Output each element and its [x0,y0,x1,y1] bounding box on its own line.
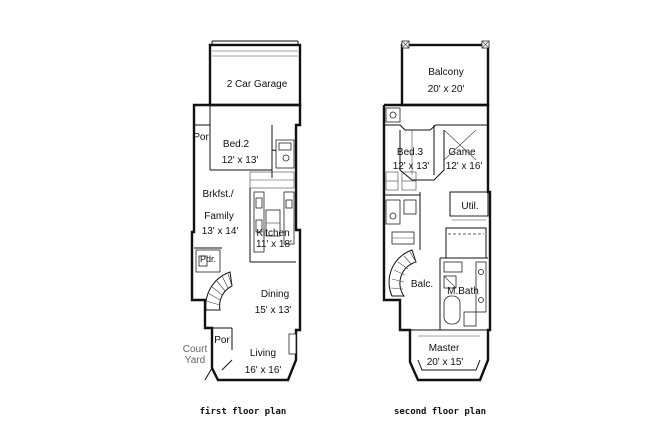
label-brkfst-name-1: Brkfst./ [202,189,233,200]
caption-second-floor: second floor plan [394,407,486,417]
label-balcony-name: Balcony [428,67,464,78]
label-porch-top: Por [193,132,209,143]
label-master-name: Master [429,343,460,354]
label-living-name: Living [250,348,276,359]
label-brkfst-name-2: Family [204,211,233,222]
label-balc: Balc. [411,279,433,290]
label-court-2: Yard [185,355,205,366]
second-floor-plan: Balcony 20' x 20' Bed.3 12' x 13' Game 1… [382,40,492,417]
second-floor-spiral-stair [388,249,417,297]
label-garage: 2 Car Garage [227,79,288,90]
label-kitchen-name: Kitchen [256,228,289,239]
label-kitchen-size: 11' x 18' [256,239,292,250]
label-bed3-size: 12' x 13' [393,161,430,172]
label-util: Util. [461,201,478,212]
garage-walls [208,43,302,107]
label-bed2-name: Bed.2 [223,139,250,150]
label-bed3-name: Bed.3 [397,147,424,158]
label-master-size: 20' x 15' [427,357,464,368]
second-floor-outline [382,103,492,382]
label-game-size: 12' x 16' [446,161,483,172]
label-game-name: Game [448,147,476,158]
label-living-size: 16' x 16' [245,365,282,376]
label-porch-bottom: Por [214,335,230,346]
first-floor-plan: 2 Car Garage Por Bed.2 12' x 13' Brkfst.… [183,40,302,417]
spiral-stair [205,271,233,311]
caption-first-floor: first floor plan [200,406,287,417]
label-dining-size: 15' x 13' [255,305,292,316]
label-dining-name: Dining [261,289,289,300]
first-floor-outline [190,103,302,382]
label-mbath: M.Bath [447,286,479,297]
label-court-1: Court [183,344,208,355]
label-powder: Pdr. [200,254,216,264]
label-bed2-size: 12' x 13' [222,155,259,166]
label-balcony-size: 20' x 20' [428,84,465,95]
label-brkfst-size: 13' x 14' [202,226,239,237]
